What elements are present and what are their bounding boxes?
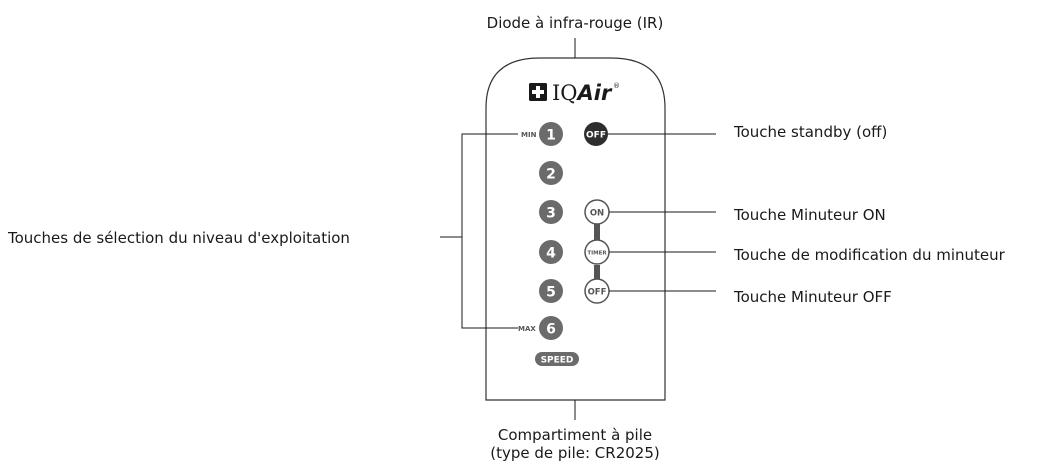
iqair-logo: IQAir ®	[529, 81, 620, 105]
speed-button-6[interactable]: 6	[539, 316, 563, 340]
svg-text:TIMER: TIMER	[587, 251, 607, 257]
svg-text:IQAir: IQAir	[552, 81, 613, 105]
speed-button-3[interactable]: 3	[539, 200, 563, 224]
brand-air: Air	[576, 81, 613, 105]
svg-text:2: 2	[546, 167, 556, 183]
timer-modify-label: Touche de modification du minuteur	[734, 246, 1005, 264]
svg-text:OFF: OFF	[586, 131, 606, 141]
svg-text:6: 6	[546, 322, 556, 338]
battery-type-label: (type de pile: CR2025)	[490, 444, 660, 462]
timer-connector-upper	[594, 224, 600, 242]
speed-button-2[interactable]: 2	[539, 161, 563, 185]
svg-text:4: 4	[546, 246, 556, 262]
svg-text:ON: ON	[590, 209, 604, 219]
speed-button-4[interactable]: 4	[539, 240, 563, 264]
standby-off-button[interactable]: OFF	[584, 122, 608, 146]
registered-mark: ®	[613, 82, 620, 90]
timer-on-button[interactable]: ON	[584, 199, 610, 225]
speed-button-5[interactable]: 5	[539, 279, 563, 303]
standby-label: Touche standby (off)	[734, 123, 888, 141]
svg-text:3: 3	[546, 206, 556, 222]
speed-bracket	[461, 133, 518, 329]
timer-connector-lower	[594, 265, 600, 283]
min-label: MIN	[521, 131, 537, 139]
timer-off-label: Touche Minuteur OFF	[734, 288, 892, 306]
svg-text:1: 1	[546, 128, 556, 144]
ir-diode-label: Diode à infra-rouge (IR)	[486, 14, 664, 32]
timer-on-label: Touche Minuteur ON	[734, 206, 886, 224]
speed-selection-label: Touches de sélection du niveau d'exploit…	[8, 229, 350, 247]
remote-body	[485, 57, 666, 401]
svg-text:OFF: OFF	[588, 288, 607, 298]
timer-modify-button[interactable]: TIMER	[584, 239, 610, 265]
svg-text:5: 5	[546, 285, 556, 301]
brand-iq: IQ	[552, 81, 578, 105]
max-label: MAX	[518, 325, 536, 333]
svg-text:SPEED: SPEED	[541, 356, 574, 366]
timer-off-button[interactable]: OFF	[584, 278, 610, 304]
speed-button-1[interactable]: 1	[539, 122, 563, 146]
speed-badge: SPEED	[535, 352, 579, 366]
battery-compartment-label: Compartiment à pile	[497, 426, 653, 444]
